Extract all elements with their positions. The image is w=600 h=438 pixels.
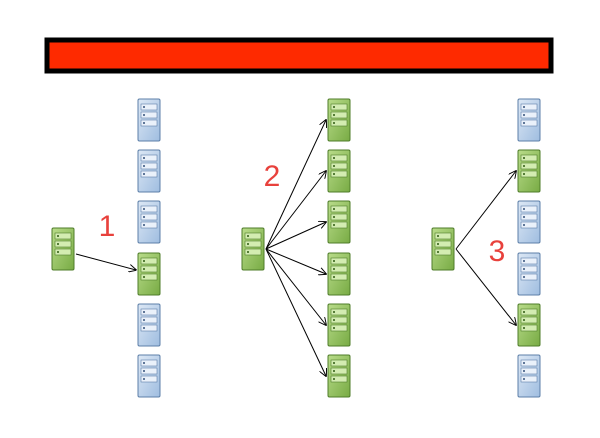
target-server-1-1 bbox=[137, 98, 161, 142]
target-server-2-2 bbox=[327, 149, 351, 193]
target-server-3-2 bbox=[517, 149, 541, 193]
replication-arrow-2-6 bbox=[265, 248, 326, 376]
target-server-3-5 bbox=[517, 303, 541, 347]
target-server-2-4 bbox=[327, 252, 351, 296]
replication-arrow-2-3 bbox=[265, 222, 326, 250]
replication-arrow-2-4 bbox=[265, 248, 326, 274]
target-server-2-6 bbox=[327, 354, 351, 398]
step-3-label: 3 bbox=[488, 235, 506, 268]
target-server-1-2 bbox=[137, 149, 161, 193]
target-server-2-3 bbox=[327, 200, 351, 244]
step-1-label: 1 bbox=[98, 210, 116, 243]
replication-arrow-2-1 bbox=[265, 120, 326, 250]
target-server-3-3 bbox=[517, 200, 541, 244]
target-server-1-5 bbox=[137, 303, 161, 347]
target-server-1-6 bbox=[137, 354, 161, 398]
replication-arrow-3-5 bbox=[455, 248, 516, 325]
source-server-3 bbox=[431, 227, 455, 271]
target-server-1-3 bbox=[137, 200, 161, 244]
target-server-2-1 bbox=[327, 98, 351, 142]
target-server-3-6 bbox=[517, 354, 541, 398]
target-server-3-4 bbox=[517, 252, 541, 296]
arrows-layer bbox=[75, 120, 516, 376]
target-server-2-5 bbox=[327, 303, 351, 347]
replication-arrow-1-4 bbox=[75, 253, 136, 270]
replication-arrow-3-2 bbox=[455, 171, 516, 250]
step-2-label: 2 bbox=[263, 160, 281, 193]
source-server-1 bbox=[51, 227, 75, 271]
banner-bar bbox=[44, 37, 554, 74]
source-server-2 bbox=[241, 227, 265, 271]
target-server-3-1 bbox=[517, 98, 541, 142]
target-server-1-4 bbox=[137, 252, 161, 296]
servers-layer bbox=[51, 98, 541, 398]
replication-arrow-2-5 bbox=[265, 248, 326, 325]
replication-arrow-2-2 bbox=[265, 171, 326, 250]
